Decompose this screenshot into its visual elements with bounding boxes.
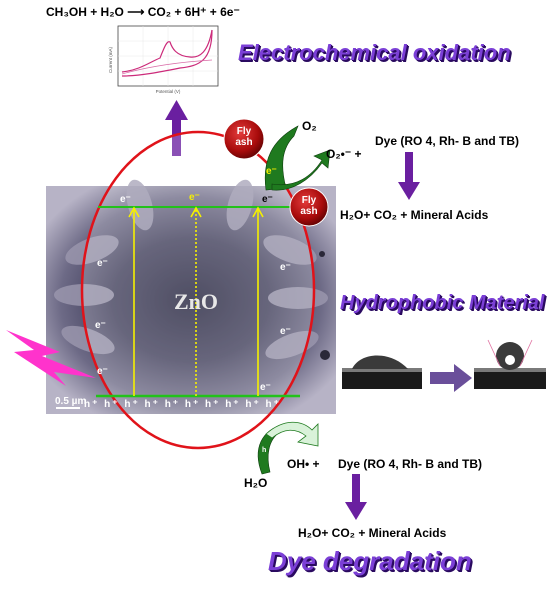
cv-xlabel: Potential (V) [156,89,181,94]
arrow-dye-bottom [345,474,367,520]
cv-curve-forward [121,29,213,73]
hole-label: h⁺ [225,399,241,410]
hole-label: h⁺ [144,399,160,410]
electron-label-transfer: e⁻ [266,166,277,177]
products-label-top: H₂O+ CO₂ + Mineral Acids [340,208,489,222]
hydrophobic-material-title: Hydrophobic Material [340,292,545,314]
dye-degradation-title: Dye degradation [268,546,472,576]
fly-ash-label-top: Fly ash [235,126,253,148]
hole-label: h⁺ [84,399,100,410]
arrow-hydrophobic [430,364,472,392]
zno-label: ZnO [173,289,219,314]
hole-label: h⁺ [164,399,181,410]
arrow-dye-top [398,152,420,200]
superoxide-label: O₂•⁻ + [326,147,362,161]
hydroxyl-label: OH• + [287,457,320,471]
hole-label-arrow: h [262,447,267,454]
water-label: H₂O [244,476,268,490]
electron-label-cb-2: e⁻ [189,192,200,203]
electron-label-left-2: e⁻ [95,320,106,331]
hole-label: h⁺ [265,399,281,410]
hole-label: h⁺ [124,399,140,410]
scale-bar-label: 0.5 µm [55,396,87,407]
electron-label-cb-3: e⁻ [262,194,273,205]
arrow-to-electrochemical [165,100,188,156]
dye-label-bottom: Dye (RO 4, Rh- B and TB) [338,457,483,471]
products-label-bottom: H₂O+ CO₂ + Mineral Acids [298,526,447,540]
hole-label: h⁺ [205,399,221,410]
fly-ash-sphere-top [223,118,265,160]
cv-ylabel: Current (mA) [108,47,113,74]
hole-label: h⁺ [104,399,120,410]
electron-label-cb-1: e⁻ [120,194,131,205]
oxygen-label: O₂ [302,119,317,133]
electron-label-right-1: e⁻ [280,262,291,273]
methanol-oxidation-equation: CH₃OH + H₂O ⟶ CO₂ + 6H⁺ + 6e⁻ [46,5,240,19]
water-droplet-after [474,339,546,389]
fly-ash-sphere-right [289,187,329,227]
zno-tem-image [46,179,336,414]
cv-curve-baseline [121,59,213,75]
fly-ash-label-right: Fly ash [300,195,318,217]
dye-label-top: Dye (RO 4, Rh- B and TB) [375,134,520,148]
hole-label: h⁺ [245,399,261,410]
electron-label-left-1: e⁻ [97,258,108,269]
light-flash-icon [6,330,96,386]
electron-label-left-3: e⁻ [97,366,108,377]
hole-label: h⁺ [184,399,201,410]
green-arrow-oxygen-reduction [264,125,299,191]
water-droplet-before [342,355,422,389]
electrochemical-oxidation-title: Electrochemical oxidation [238,40,511,65]
electron-label-right-3: e⁻ [260,382,271,393]
cv-inset-plot: Current (mA) Potential (V) [108,25,219,94]
cv-curve-reverse [121,29,213,77]
electron-label-right-2: e⁻ [280,326,291,337]
